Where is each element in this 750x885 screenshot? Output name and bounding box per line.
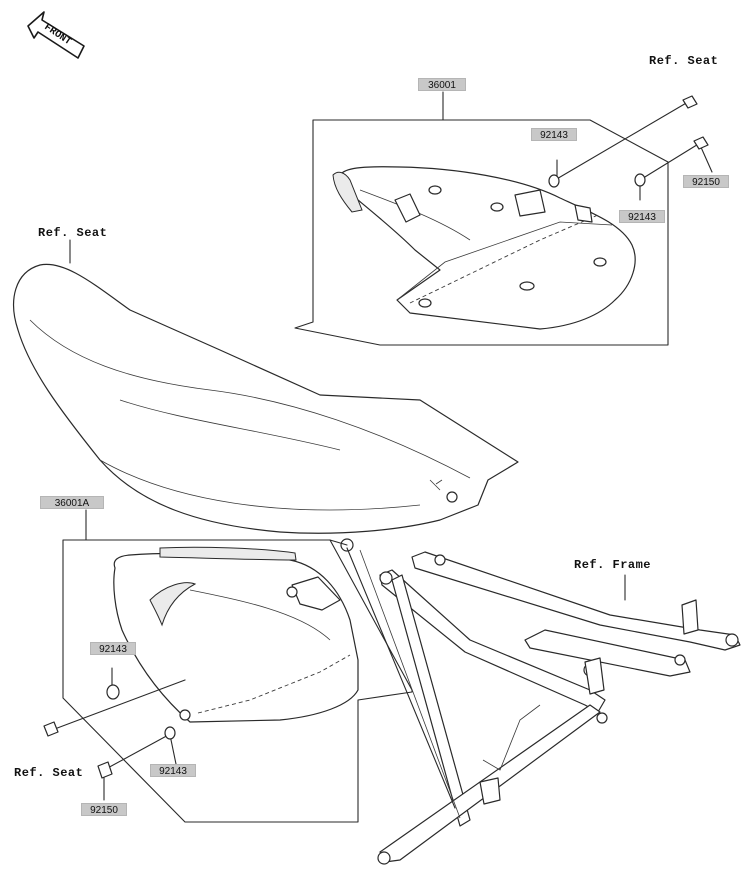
lower-cover-attach-leader bbox=[329, 539, 348, 546]
ref-seat-left: Ref. Seat bbox=[38, 226, 108, 240]
upper-side-cover bbox=[339, 166, 636, 330]
upper-bolt-a-leader bbox=[554, 101, 689, 181]
upper-cover-bosses bbox=[394, 185, 607, 308]
frame-diagonal-strut bbox=[391, 574, 471, 827]
frame-cross-member bbox=[524, 629, 691, 677]
lower-bolt-b-shape bbox=[97, 761, 113, 779]
upper-bolt-b-shape bbox=[693, 136, 709, 150]
lower-side-cover bbox=[113, 552, 359, 723]
label-lower-washer-a: 92143 bbox=[90, 642, 136, 655]
upper-washer-a-shape bbox=[548, 174, 560, 188]
label-lower-bolt: 92150 bbox=[81, 803, 127, 816]
seat-outline bbox=[13, 263, 519, 534]
lower-cover-vent bbox=[149, 582, 197, 627]
upper-cover-rear-flap bbox=[332, 171, 363, 213]
label-upper-washer-a: 92143 bbox=[531, 128, 577, 141]
arrow-icon: FRONT bbox=[27, 11, 85, 59]
label-lower-washer-b: 92143 bbox=[150, 764, 196, 777]
seat-hook bbox=[446, 491, 458, 503]
upper-group-outline bbox=[294, 119, 669, 346]
upper-cover-group bbox=[294, 91, 713, 346]
ref-seat-bottom-left: Ref. Seat bbox=[14, 766, 84, 780]
frame-lower-rail bbox=[379, 569, 606, 713]
upper-bolt-b-leader bbox=[639, 142, 701, 181]
lower-cover-mount-tab bbox=[291, 576, 341, 611]
label-upper-cover: 36001 bbox=[418, 78, 466, 91]
rear-frame-reference bbox=[359, 549, 741, 865]
lower-bolt-a-leader bbox=[51, 679, 186, 731]
lower-bolt-a-shape bbox=[43, 721, 59, 737]
seat-reference bbox=[13, 239, 519, 552]
upper-washer-b-shape bbox=[634, 173, 646, 187]
lower-cover-hidden-line bbox=[197, 654, 351, 714]
front-direction-arrow: FRONT bbox=[26, 8, 90, 68]
label-upper-bolt: 92150 bbox=[683, 175, 729, 188]
lower-washer-b-shape bbox=[164, 726, 176, 740]
lower-washer-a-shape bbox=[106, 684, 120, 700]
label-lower-cover: 36001A bbox=[40, 496, 104, 509]
frame-upper-rail bbox=[411, 551, 741, 651]
lower-cover-group bbox=[43, 509, 413, 823]
label-upper-washer-b: 92143 bbox=[619, 210, 665, 223]
ref-seat-top-right: Ref. Seat bbox=[649, 54, 719, 68]
lower-bolt-b-leader bbox=[103, 732, 173, 771]
lower-cover-top-trim bbox=[159, 546, 297, 561]
upper-bolt-a-shape bbox=[682, 95, 698, 109]
ref-frame: Ref. Frame bbox=[574, 558, 652, 572]
lower-group-outline bbox=[62, 539, 413, 823]
